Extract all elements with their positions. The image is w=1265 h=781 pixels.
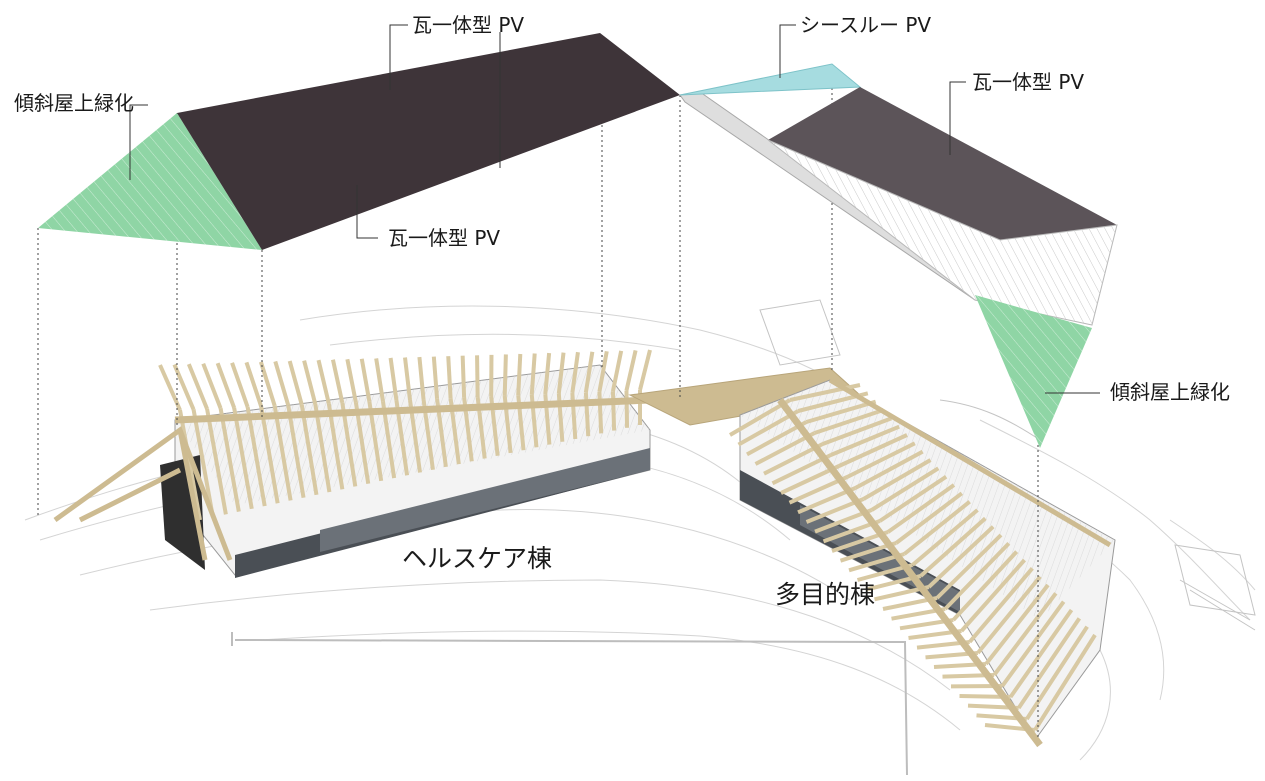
rafter	[319, 360, 329, 403]
rafter	[232, 363, 248, 407]
rafter	[347, 359, 356, 402]
rafter	[477, 355, 478, 397]
rafter	[613, 391, 614, 430]
label-tile-pv-top: 瓦一体型 PV	[412, 15, 524, 35]
multipurpose-building-frame	[730, 380, 1115, 745]
rafter	[261, 362, 275, 406]
rafter	[505, 354, 506, 395]
rafter	[613, 351, 621, 391]
rafter	[599, 392, 601, 434]
label-green-roof-right: 傾斜屋上緑化	[1110, 382, 1230, 402]
rafter	[304, 361, 315, 405]
rafter	[586, 392, 588, 436]
label-healthcare-building: ヘルスケア棟	[402, 546, 552, 571]
rafter	[290, 361, 302, 405]
tile-pv-healthcare	[177, 33, 680, 250]
rafter	[626, 391, 627, 428]
seethrough-pv	[680, 64, 860, 95]
rafter	[518, 354, 520, 395]
rafter	[218, 363, 234, 407]
label-green-roof-left: 傾斜屋上緑化	[14, 93, 134, 113]
label-seethrough-pv: シースルー PV	[800, 15, 931, 35]
healthcare-building-frame	[55, 350, 650, 578]
rafter	[463, 356, 464, 398]
rafter	[275, 361, 288, 405]
label-tile-pv-middle: 瓦一体型 PV	[388, 228, 500, 248]
rafter	[246, 362, 261, 406]
label-multipurpose-building: 多目的棟	[775, 582, 875, 607]
rafter	[333, 360, 342, 403]
rafter	[448, 356, 450, 398]
rafter	[626, 350, 635, 390]
rafter	[640, 350, 650, 390]
label-tile-pv-right: 瓦一体型 PV	[972, 72, 1084, 92]
